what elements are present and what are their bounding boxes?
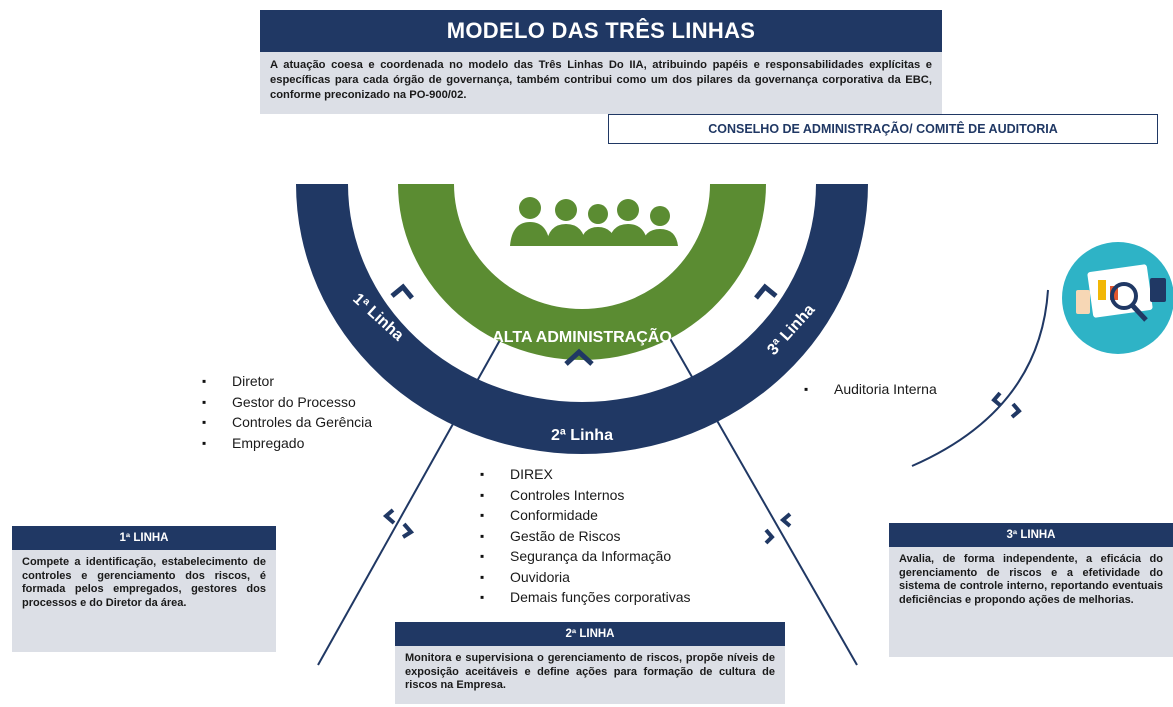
people-group-icon (510, 197, 678, 246)
line1-box-text: Compete a identificação, estabelecimento… (12, 550, 276, 652)
line3-box-text: Avalia, de forma independente, a eficáci… (889, 547, 1173, 657)
chevron-icon (991, 391, 1022, 419)
chevron-icon (382, 508, 415, 539)
council-box: CONSELHO DE ADMINISTRAÇÃO/ COMITÊ DE AUD… (608, 114, 1158, 144)
list-item: Gestor do Processo (202, 392, 372, 413)
list-item: Conformidade (480, 505, 691, 526)
chevron-icon (764, 512, 792, 545)
line1-info-box: 1ª LINHA Compete a identificação, estabe… (12, 526, 276, 652)
line2-info-box: 2ª LINHA Monitora e supervisiona o geren… (395, 622, 785, 704)
chevron-icon (564, 348, 594, 366)
intro-text: A atuação coesa e coordenada no modelo d… (260, 52, 942, 114)
list-item: Auditoria Interna (804, 379, 937, 400)
alta-administracao-bowl (398, 184, 766, 360)
page-title: MODELO DAS TRÊS LINHAS (260, 10, 942, 52)
list-item: Controles da Gerência (202, 412, 372, 433)
line2-box-title: 2ª LINHA (395, 622, 785, 646)
list-item: Empregado (202, 433, 372, 454)
chevron-icon (390, 283, 414, 300)
line3-list: Auditoria Interna (804, 379, 937, 400)
line3-info-box: 3ª LINHA Avalia, de forma independente, … (889, 523, 1173, 657)
line3-box-title: 3ª LINHA (889, 523, 1173, 547)
list-item: Diretor (202, 371, 372, 392)
list-item: Controles Internos (480, 485, 691, 506)
outer-arc (296, 184, 868, 454)
line2-list: DIREX Controles Internos Conformidade Ge… (480, 464, 691, 608)
list-item: DIREX (480, 464, 691, 485)
line1-list: Diretor Gestor do Processo Controles da … (202, 371, 372, 453)
chevron-icon (754, 283, 778, 300)
list-item: Demais funções corporativas (480, 587, 691, 608)
audit-magnifier-icon (1062, 242, 1173, 354)
line1-box-title: 1ª LINHA (12, 526, 276, 550)
line2-arc-label: 2ª Linha (551, 427, 613, 444)
alta-administracao-label: ALTA ADMINISTRAÇÃO (492, 326, 672, 346)
list-item: Gestão de Riscos (480, 526, 691, 547)
list-item: Segurança da Informação (480, 546, 691, 567)
list-item: Ouvidoria (480, 567, 691, 588)
right-arc-line (911, 289, 1049, 467)
line2-box-text: Monitora e supervisiona o gerenciamento … (395, 646, 785, 704)
